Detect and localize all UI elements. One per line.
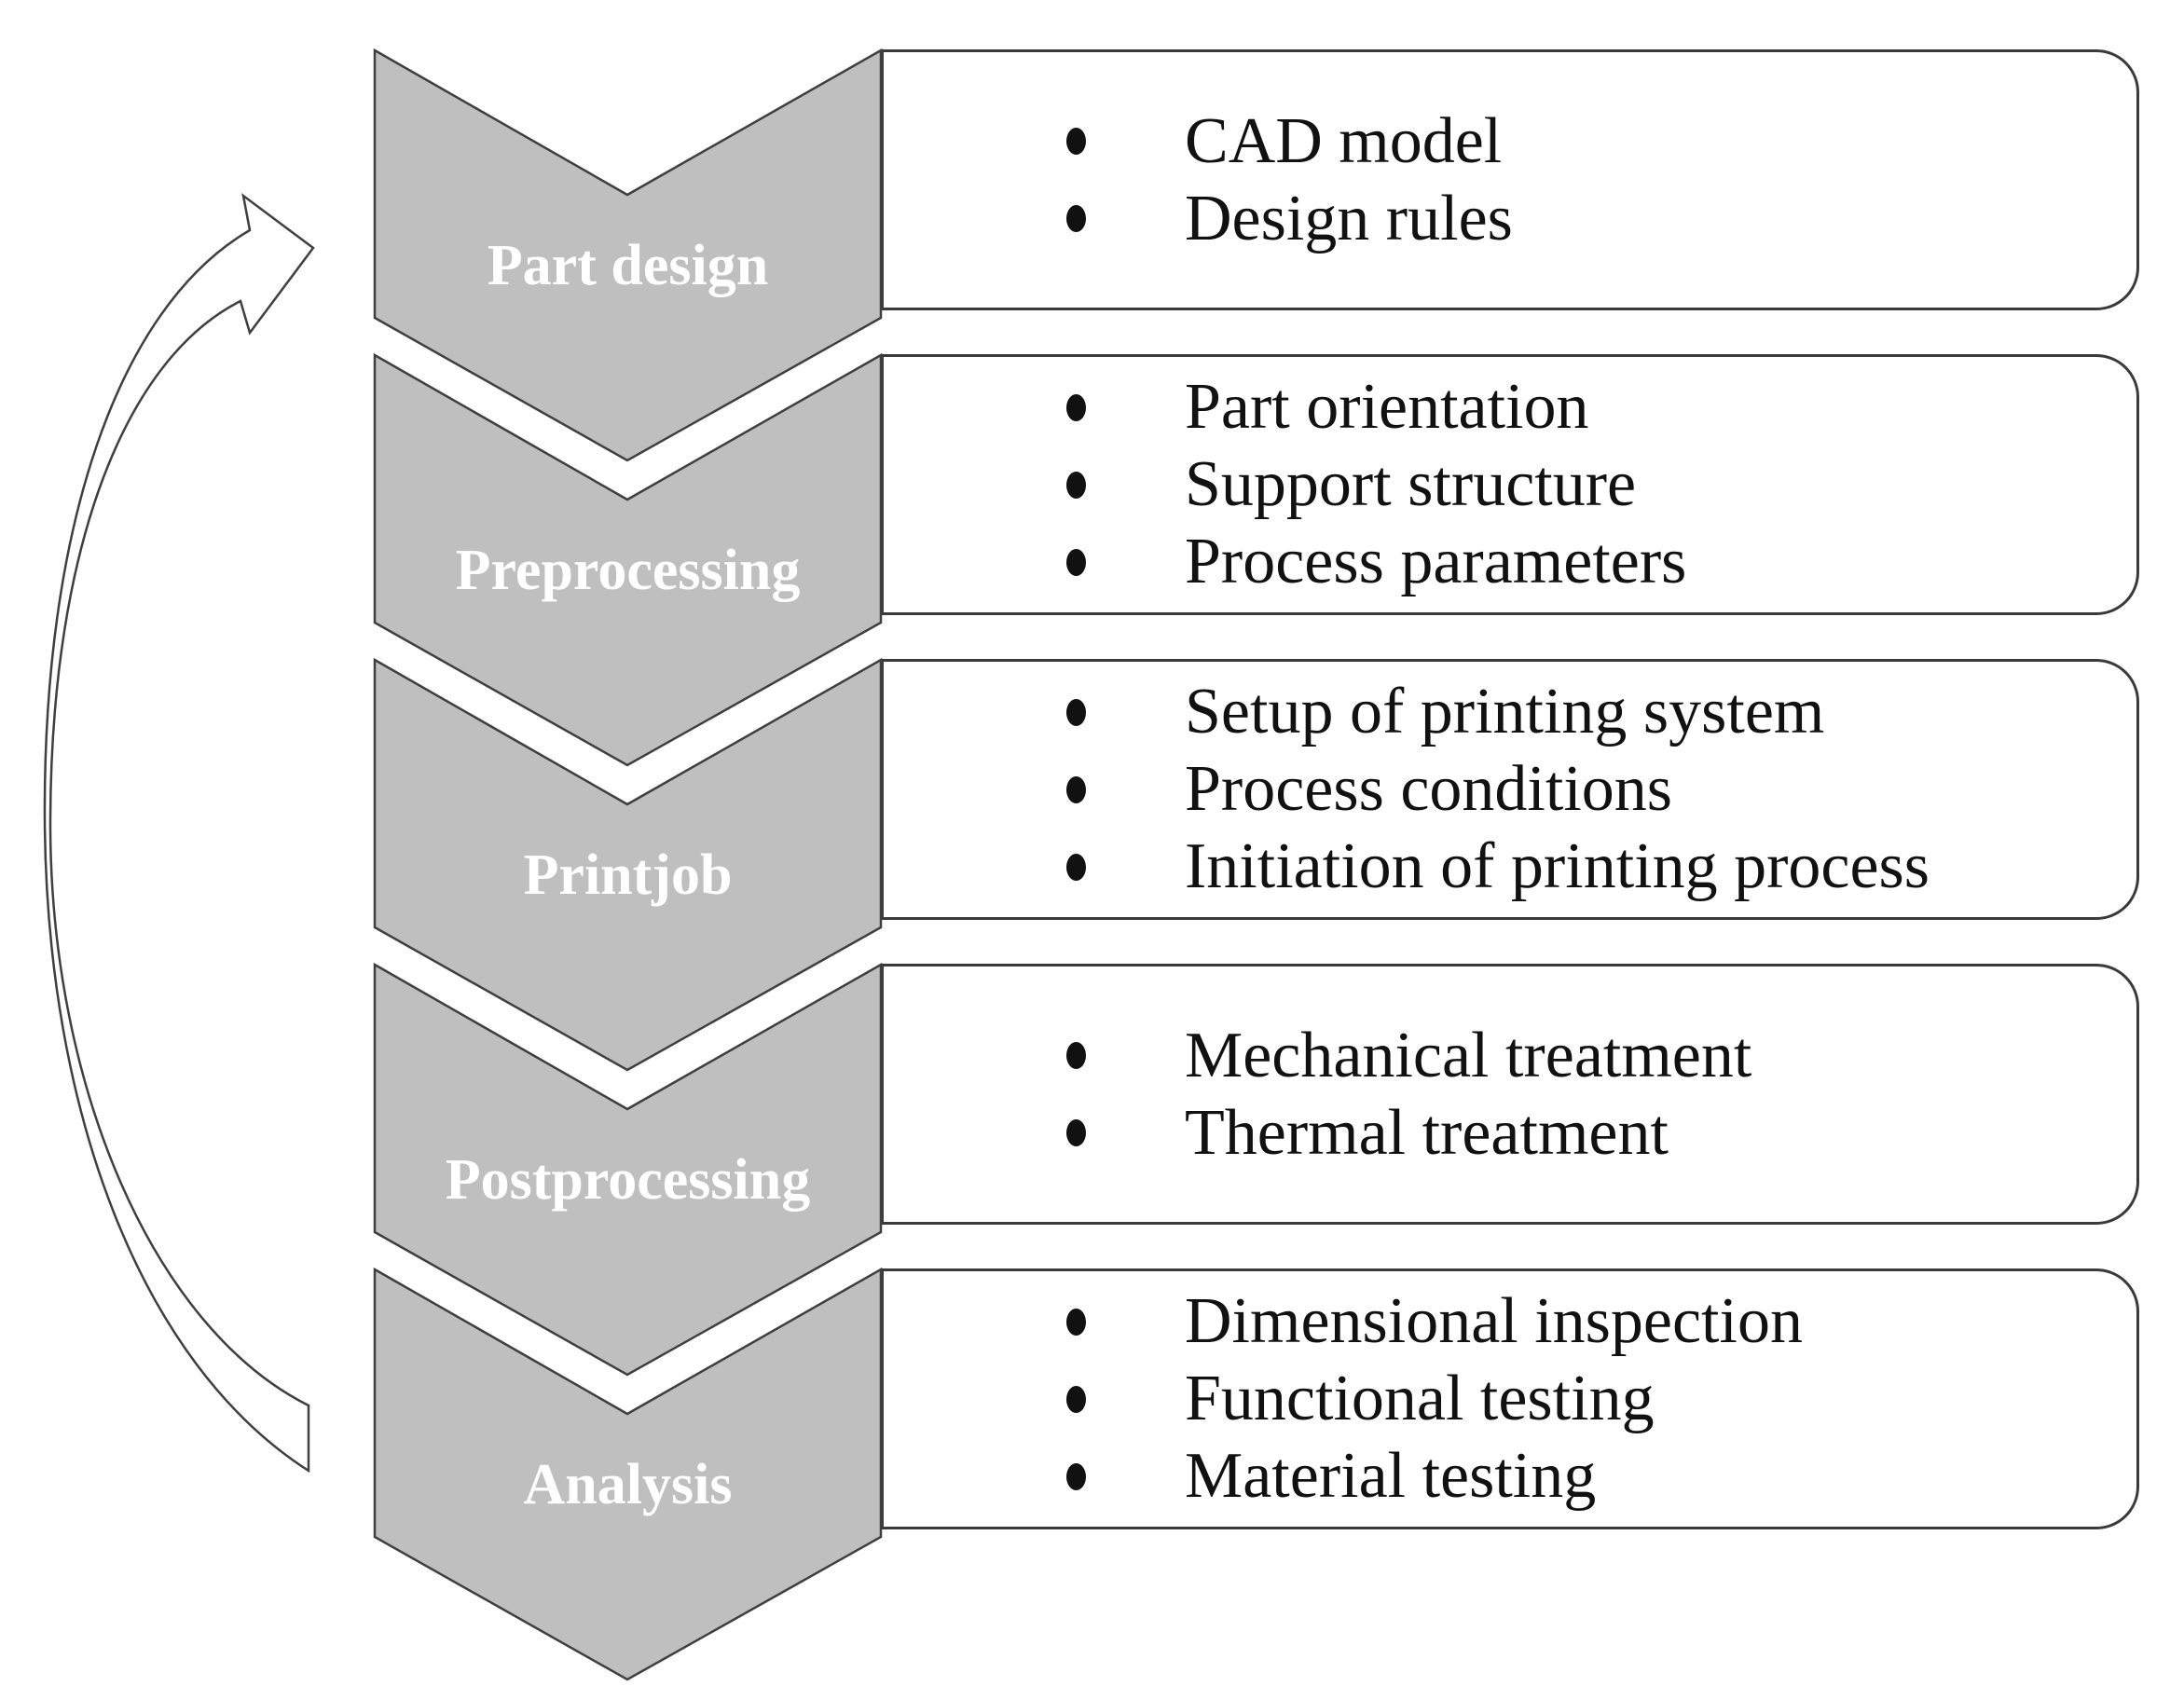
bullet-item-text: Thermal treatment [1185,1096,1669,1169]
bullet-item-text: Process conditions [1185,753,1673,825]
bullet-list-item: Thermal treatment [884,1094,2136,1172]
bullet-icon [1066,698,1086,726]
bullet-icon [1066,1462,1086,1490]
bullet-item-text: Part orientation [1185,371,1589,443]
stage-box: CAD model Design rules [881,49,2139,310]
stage-chevron-arrow [373,962,883,1377]
stage-label-preprocessing: Preprocessing [455,539,801,602]
stage-chevron-arrow [373,48,883,462]
bullet-item-text: Dimensional inspection [1185,1285,1803,1357]
stage-chevron-arrow [373,657,883,1072]
stage-label-part-design: Part design [487,234,769,297]
bullet-list-item: Material testing [884,1438,2136,1515]
bullet-list-item: Setup of printing system [884,674,2136,751]
stage-box: Part orientation Support structure Proce… [881,354,2139,615]
bullet-list-item: Process parameters [884,524,2136,601]
bullet-icon [1066,393,1086,421]
stage-box: Dimensional inspection Functional testin… [881,1268,2139,1529]
bullet-item-text: CAD model [1185,104,1503,177]
bullet-list-item: Initiation of printing process [884,829,2136,906]
bullet-item-text: Setup of printing system [1185,676,1825,747]
bullet-item-text: Process parameters [1185,526,1687,597]
bullet-icon [1066,128,1086,155]
bullet-list-item: CAD model [884,103,2136,180]
bullet-icon [1066,775,1086,803]
bullet-list-item: Functional testing [884,1361,2136,1438]
stage-box: Setup of printing system Process conditi… [881,659,2139,920]
stage-label-printjob: Printjob [523,843,733,907]
bullet-icon [1066,471,1086,499]
bullet-item-text: Design rules [1185,182,1513,254]
bullet-icon [1066,548,1086,576]
bullet-list-item: Dimensional inspection [884,1283,2136,1361]
bullet-item-text: Functional testing [1185,1363,1655,1434]
bullet-list-item: Design rules [884,180,2136,257]
bullet-icon [1066,1385,1086,1413]
stage-label-postprocessing: Postprocessing [445,1148,811,1212]
bullet-item-text: Initiation of printing process [1185,830,1930,902]
stage-label-analysis: Analysis [523,1453,733,1516]
bullet-icon [1066,1119,1086,1146]
bullet-item-text: Support structure [1185,448,1637,520]
bullet-icon [1066,205,1086,232]
bullet-list-item: Part orientation [884,369,2136,446]
bullet-icon [1066,1042,1086,1069]
bullet-list-item: Process conditions [884,751,2136,829]
stage-chevron-arrow [373,352,883,767]
bullet-list-item: Mechanical treatment [884,1017,2136,1094]
stage-chevron-arrow [373,1267,883,1681]
bullet-item-text: Mechanical treatment [1185,1019,1752,1091]
bullet-icon [1066,1308,1086,1336]
bullet-item-text: Material testing [1185,1440,1597,1512]
bullet-list-item: Support structure [884,446,2136,524]
stage-box: Mechanical treatment Thermal treatment [881,964,2139,1225]
bullet-icon [1066,853,1086,881]
